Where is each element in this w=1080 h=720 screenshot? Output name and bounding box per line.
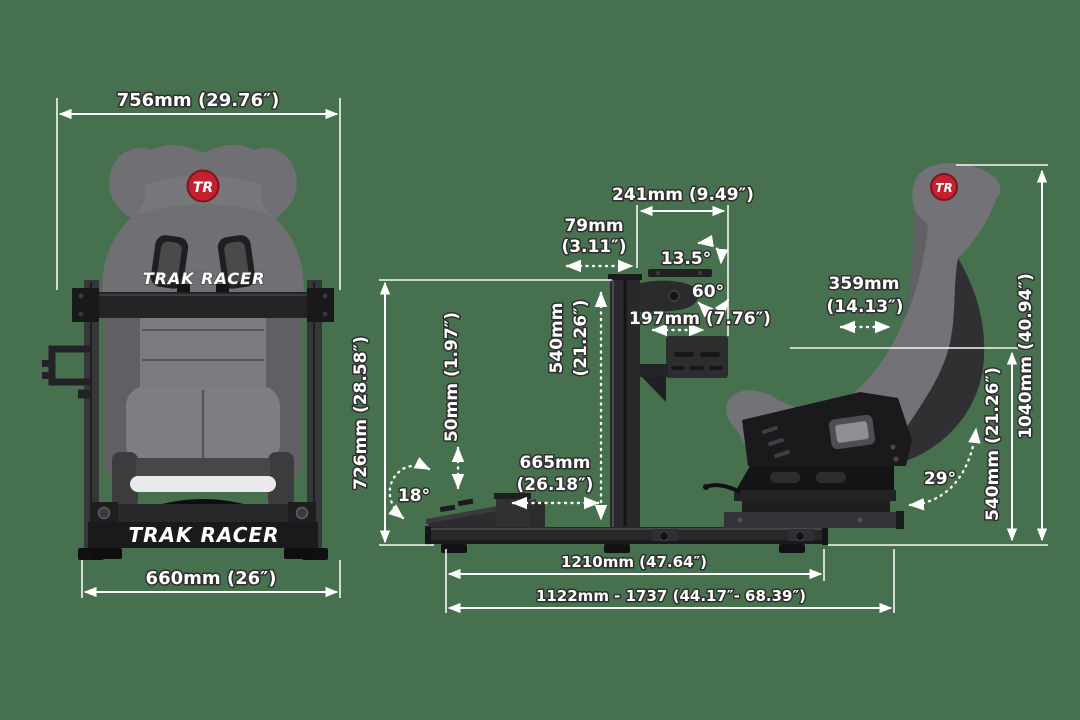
dim-recline-angle-label: 29° [924, 469, 956, 489]
dim-wheel-tilt-angle: 13.5° [659, 234, 729, 271]
side-seat: TR [703, 163, 1001, 529]
dim-overall-length-label: 1122mm - 1737 (44.17″- 68.39″) [536, 587, 806, 605]
dim-pedal-distance-mm-label: 665mm [520, 453, 591, 473]
dim-backrest-width-in-label: (14.13″) [827, 297, 904, 317]
dim-wheel-offset-in-label: (3.11″) [561, 237, 626, 257]
dim-base-length-label: 1210mm (47.64″) [561, 553, 707, 571]
dim-pedal-deck-height-label: 50mm (1.97″) [442, 312, 462, 442]
front-crossbar [72, 288, 334, 322]
dim-front-base-width-label: 660mm (26″) [146, 568, 277, 589]
seat-under-tray [130, 476, 276, 492]
dim-wheel-adjust-angle: 60° [690, 281, 730, 318]
dim-front-top-width: 756mm (29.76″) [56, 89, 341, 290]
dim-wheel-top-depth: 241mm (9.49″) [611, 184, 755, 217]
dim-frame-height-label: 726mm (28.58″) [351, 336, 371, 490]
dim-wheel-offset: 79mm (3.11″) [560, 215, 634, 273]
dim-pedal-angle-label: 18° [398, 486, 430, 506]
dim-overall-height-label: 1040mm (40.94″) [1016, 273, 1036, 439]
dim-base-length: 1210mm (47.64″) [447, 552, 823, 580]
dim-seat-height: 540mm (21.26″) [982, 351, 1018, 542]
dim-front-base-width: 660mm (26″) [81, 560, 341, 598]
dim-pedal-angle: 18° [388, 457, 432, 520]
dim-wheel-top-depth-label: 241mm (9.49″) [612, 185, 754, 205]
dim-backrest-width: 359mm (14.13″) [825, 273, 905, 334]
dim-wheel-adjust-angle-label: 60° [692, 282, 724, 302]
dim-pedal-deck-height: 50mm (1.97″) [441, 310, 465, 490]
front-seat-lower [104, 300, 302, 513]
dim-pedal-distance: 665mm (26.18″) [511, 452, 600, 510]
side-seat-mount [703, 466, 904, 529]
front-view: TR TRAK RACER [42, 89, 341, 598]
side-extension-lines [379, 164, 1048, 613]
dim-post-height-in-label: (21.26″) [571, 300, 591, 377]
wheel-mount [640, 269, 728, 402]
dim-frame-height: 726mm (28.58″) [350, 281, 391, 544]
dim-front-top-width-label: 756mm (29.76″) [117, 90, 280, 111]
wheel-deck [666, 336, 728, 378]
dim-wheel-tilt-angle-label: 13.5° [661, 249, 711, 269]
front-base: TRAK RACER [88, 502, 318, 559]
harness-hole-left [150, 235, 189, 289]
tr-logo-side: TR [930, 173, 958, 201]
dim-wheel-deck-depth: 197mm (7.76″) [628, 308, 772, 337]
side-seat-panel [742, 392, 912, 466]
dim-recline-angle: 29° [908, 427, 981, 511]
front-seat: TR TRAK RACER [102, 144, 304, 513]
side-base-rail [425, 526, 828, 553]
dim-overall-length: 1122mm - 1737 (44.17″- 68.39″) [447, 586, 893, 614]
side-accessory-bracket [42, 345, 90, 399]
tr-logo-side-text: TR [935, 181, 952, 195]
dim-post-height-mm-label: 540mm [547, 303, 567, 374]
base-brand-text: TRAK RACER [129, 523, 280, 547]
seat-brand-text: TRAK RACER [143, 269, 266, 288]
harness-hole-right [217, 235, 256, 289]
tr-logo-front-text: TR [193, 180, 213, 196]
dim-seat-height-label: 540mm (21.26″) [983, 367, 1003, 521]
dim-wheel-offset-mm-label: 79mm [564, 216, 623, 236]
side-upright-post [608, 274, 642, 528]
dim-pedal-distance-in-label: (26.18″) [517, 475, 594, 495]
tr-logo-front: TR [186, 169, 220, 203]
dim-post-height: 540mm (21.26″) [546, 291, 608, 521]
side-view: TR [350, 163, 1048, 614]
dim-backrest-width-mm-label: 359mm [829, 274, 900, 294]
dim-wheel-deck-depth-label: 197mm (7.76″) [629, 309, 771, 329]
dim-overall-height: 1040mm (40.94″) [1015, 169, 1048, 542]
